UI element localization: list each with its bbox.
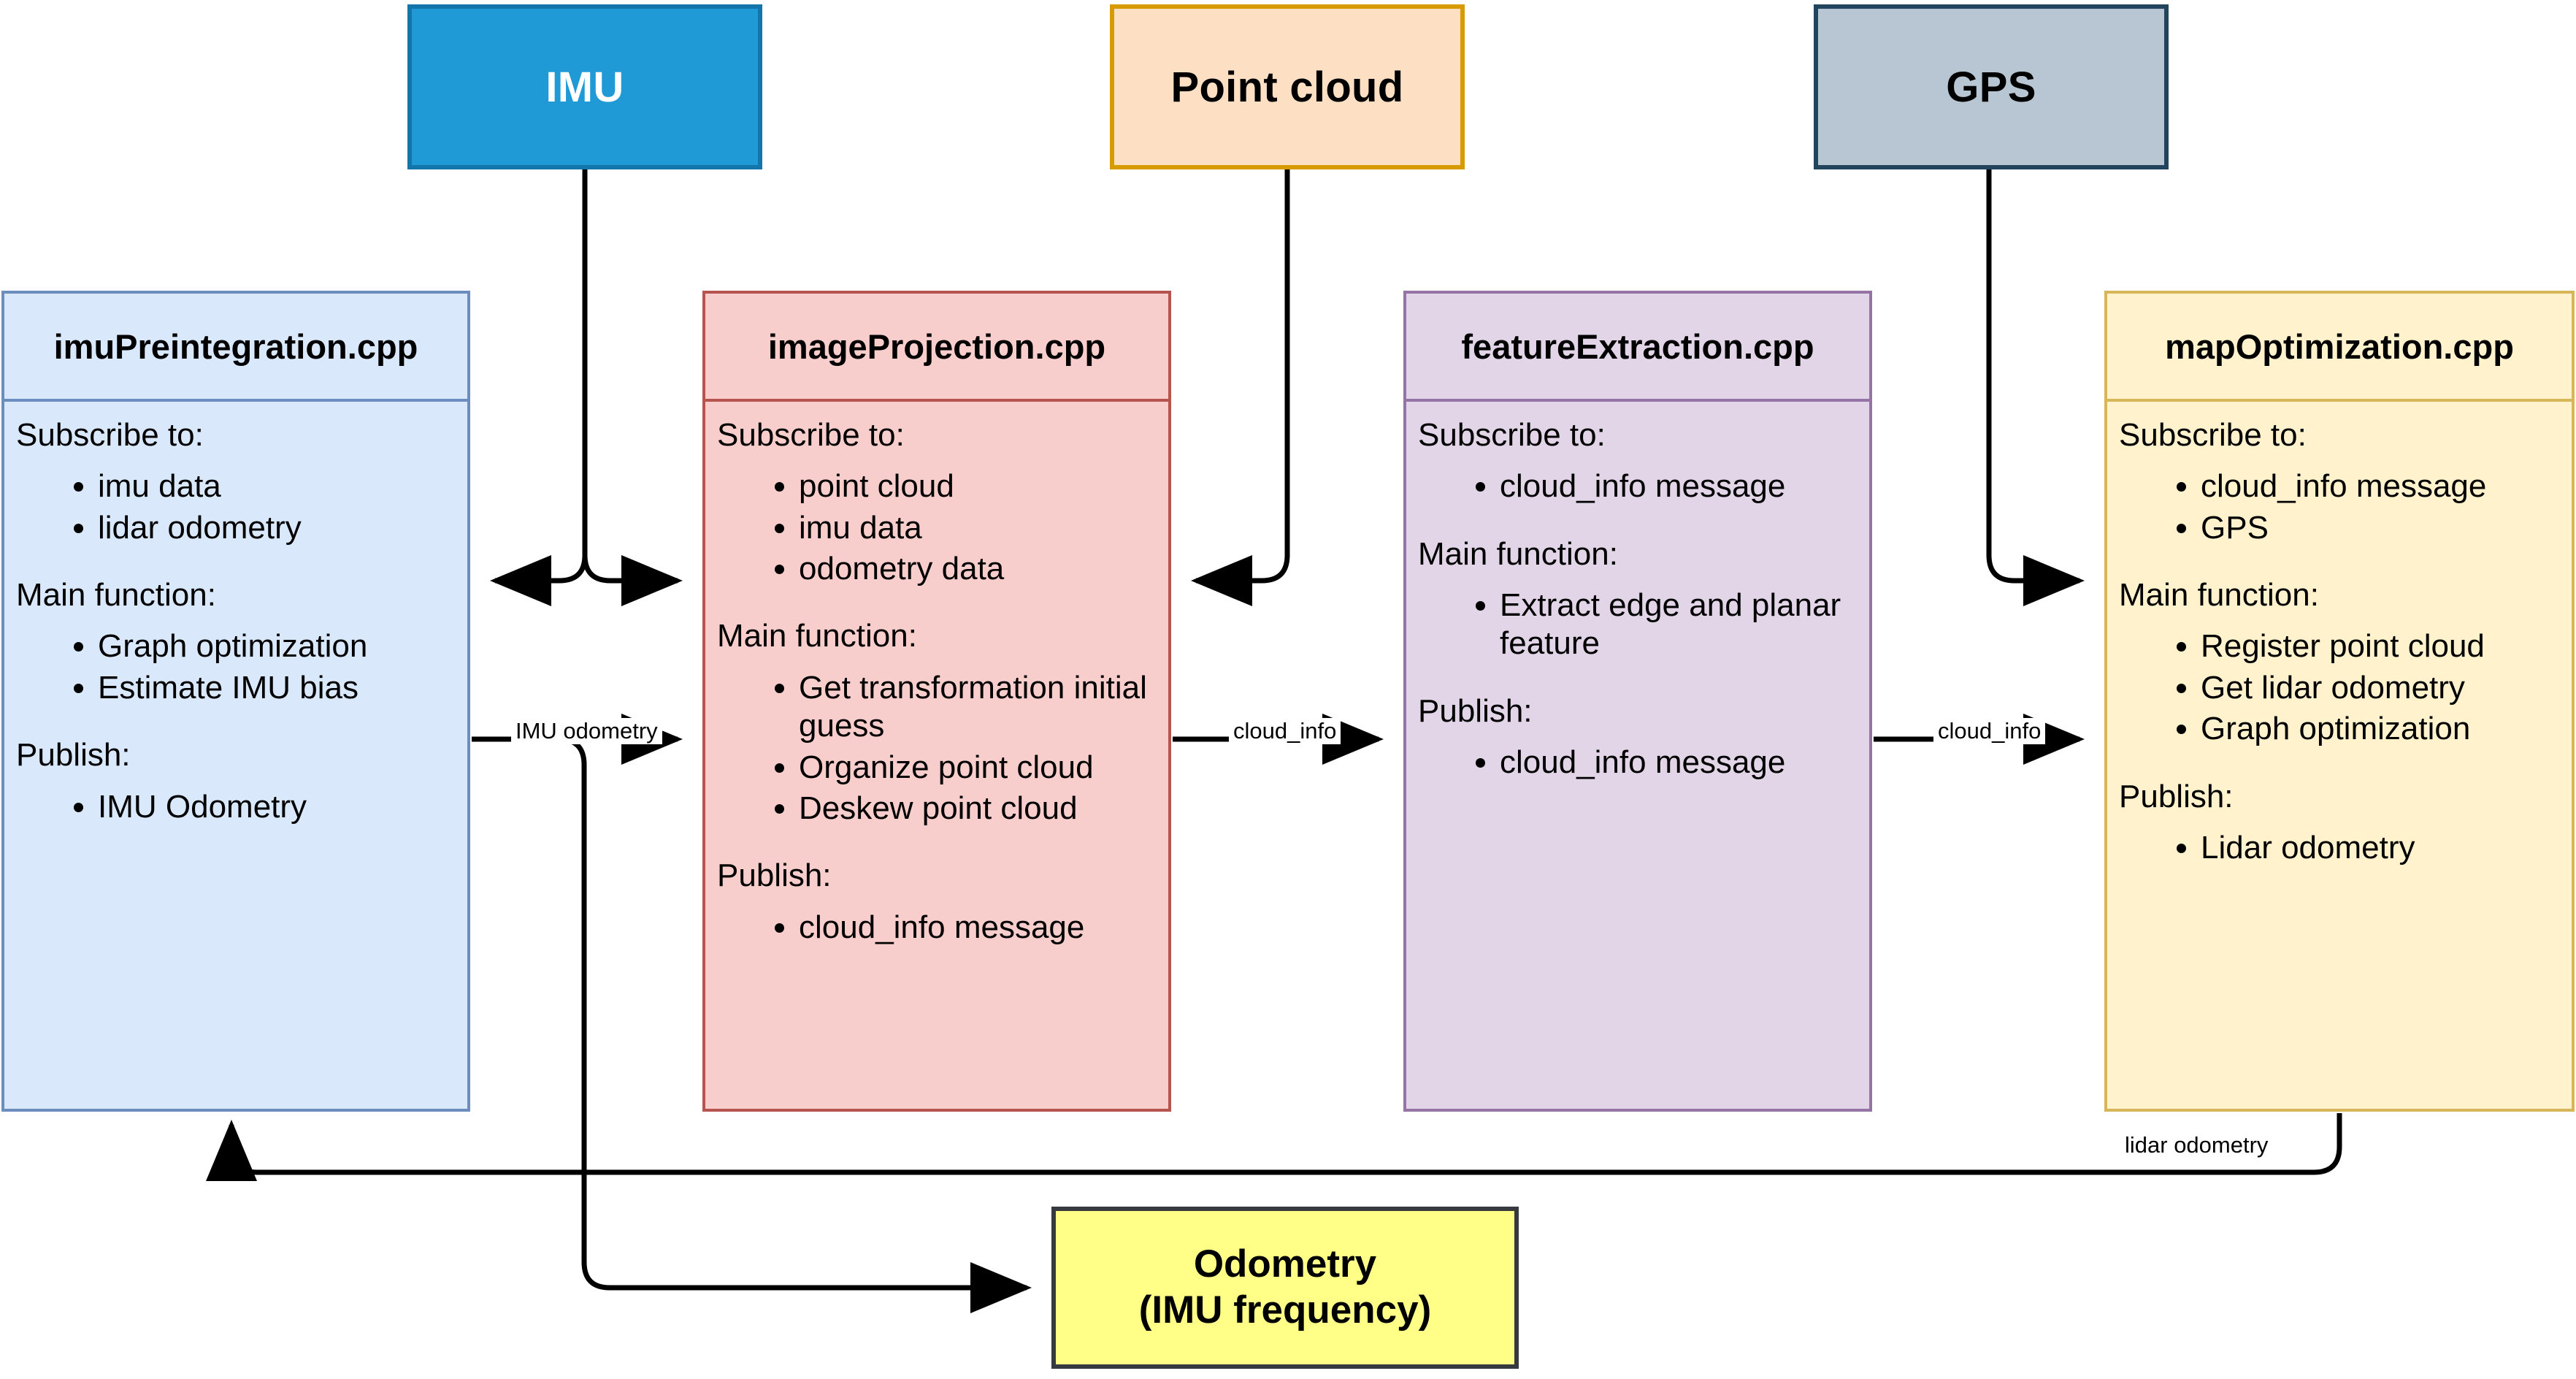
publish-list: IMU Odometry bbox=[16, 788, 454, 826]
module-title-featureextraction: featureExtraction.cpp bbox=[1406, 294, 1869, 402]
list-item: Extract edge and planar feature bbox=[1500, 587, 1856, 663]
subscribe-heading: Subscribe to: bbox=[2119, 417, 2307, 453]
edge-label-cloud-info-2: cloud_info bbox=[1933, 718, 2046, 744]
publish-list: cloud_info message bbox=[1418, 744, 1856, 782]
subscribe-heading: Subscribe to: bbox=[717, 417, 905, 453]
publish-heading: Publish: bbox=[1418, 692, 1533, 729]
main-list: Extract edge and planar feature bbox=[1418, 587, 1856, 663]
list-item: imu data bbox=[799, 509, 1155, 547]
list-item: point cloud bbox=[799, 467, 1155, 505]
edge-lidarodometry-feedback bbox=[206, 1113, 2342, 1181]
list-item: Organize point cloud bbox=[799, 749, 1155, 787]
edge-pointcloud-to-imageprojection bbox=[1191, 169, 1290, 606]
source-box-gps[interactable]: GPS bbox=[1814, 4, 2169, 169]
list-item: Deskew point cloud bbox=[799, 790, 1155, 828]
module-card-imageprojection[interactable]: imageProjection.cpp Subscribe to: point … bbox=[702, 291, 1171, 1112]
subscribe-heading: Subscribe to: bbox=[1418, 417, 1606, 453]
module-body-mapoptimization: Subscribe to: cloud_info message GPS Mai… bbox=[2107, 402, 2572, 1109]
list-item: Get transformation initial guess bbox=[799, 669, 1155, 746]
main-heading: Main function: bbox=[16, 577, 216, 614]
list-item: odometry data bbox=[799, 550, 1155, 588]
main-heading: Main function: bbox=[1418, 535, 1618, 572]
module-body-imupreintegration: Subscribe to: imu data lidar odometry Ma… bbox=[4, 402, 467, 1109]
publish-heading: Publish: bbox=[2119, 778, 2234, 814]
list-item: Get lidar odometry bbox=[2201, 669, 2558, 707]
subscribe-list: point cloud imu data odometry data bbox=[717, 467, 1155, 588]
publish-list: Lidar odometry bbox=[2119, 829, 2558, 867]
list-item: cloud_info message bbox=[799, 909, 1155, 947]
module-card-mapoptimization[interactable]: mapOptimization.cpp Subscribe to: cloud_… bbox=[2104, 291, 2575, 1112]
edge-imu-split bbox=[490, 169, 588, 606]
module-title-mapoptimization: mapOptimization.cpp bbox=[2107, 294, 2572, 402]
source-box-point-cloud[interactable]: Point cloud bbox=[1110, 4, 1465, 169]
list-item: IMU Odometry bbox=[98, 788, 454, 826]
module-body-featureextraction: Subscribe to: cloud_info message Main fu… bbox=[1406, 402, 1869, 1109]
list-item: cloud_info message bbox=[1500, 744, 1856, 782]
publish-heading: Publish: bbox=[717, 857, 832, 894]
list-item: Graph optimization bbox=[2201, 710, 2558, 748]
list-item: imu data bbox=[98, 467, 454, 505]
edge-label-lidar-odometry: lidar odometry bbox=[2120, 1132, 2273, 1158]
source-label-point-cloud: Point cloud bbox=[1170, 63, 1404, 111]
source-box-imu[interactable]: IMU bbox=[407, 4, 762, 169]
output-odometry-text: Odometry (IMU frequency) bbox=[1139, 1242, 1431, 1333]
list-item: GPS bbox=[2201, 509, 2558, 547]
main-list: Graph optimization Estimate IMU bias bbox=[16, 627, 454, 707]
subscribe-list: cloud_info message GPS bbox=[2119, 467, 2558, 547]
module-title-imageprojection: imageProjection.cpp bbox=[705, 294, 1168, 402]
publish-list: cloud_info message bbox=[717, 909, 1155, 947]
list-item: Register point cloud bbox=[2201, 627, 2558, 665]
edge-label-imu-odometry: IMU odometry bbox=[511, 718, 662, 744]
edge-label-cloud-info-1: cloud_info bbox=[1229, 718, 1341, 744]
edge-imu-to-imageprojection bbox=[582, 169, 683, 606]
list-item: cloud_info message bbox=[2201, 467, 2558, 505]
module-card-featureextraction[interactable]: featureExtraction.cpp Subscribe to: clou… bbox=[1403, 291, 1872, 1112]
publish-heading: Publish: bbox=[16, 737, 131, 773]
source-label-gps: GPS bbox=[1946, 63, 2036, 111]
main-heading: Main function: bbox=[2119, 577, 2319, 614]
output-odometry-line1: Odometry bbox=[1193, 1242, 1377, 1286]
main-list: Register point cloud Get lidar odometry … bbox=[2119, 627, 2558, 748]
list-item: Graph optimization bbox=[98, 627, 454, 665]
list-item: cloud_info message bbox=[1500, 467, 1856, 505]
module-body-imageprojection: Subscribe to: point cloud imu data odome… bbox=[705, 402, 1168, 1109]
subscribe-heading: Subscribe to: bbox=[16, 417, 204, 453]
main-heading: Main function: bbox=[717, 618, 917, 654]
output-odometry-line2: (IMU frequency) bbox=[1138, 1288, 1432, 1332]
main-list: Get transformation initial guess Organiz… bbox=[717, 669, 1155, 828]
list-item: lidar odometry bbox=[98, 509, 454, 547]
source-label-imu: IMU bbox=[545, 63, 624, 111]
list-item: Estimate IMU bias bbox=[98, 669, 454, 707]
output-box-odometry[interactable]: Odometry (IMU frequency) bbox=[1051, 1207, 1519, 1369]
edge-gps-to-mapoptimization bbox=[1986, 169, 2085, 606]
module-card-imupreintegration[interactable]: imuPreintegration.cpp Subscribe to: imu … bbox=[1, 291, 470, 1112]
subscribe-list: imu data lidar odometry bbox=[16, 467, 454, 547]
list-item: Lidar odometry bbox=[2201, 829, 2558, 867]
module-title-imupreintegration: imuPreintegration.cpp bbox=[4, 294, 467, 402]
subscribe-list: cloud_info message bbox=[1418, 467, 1856, 505]
